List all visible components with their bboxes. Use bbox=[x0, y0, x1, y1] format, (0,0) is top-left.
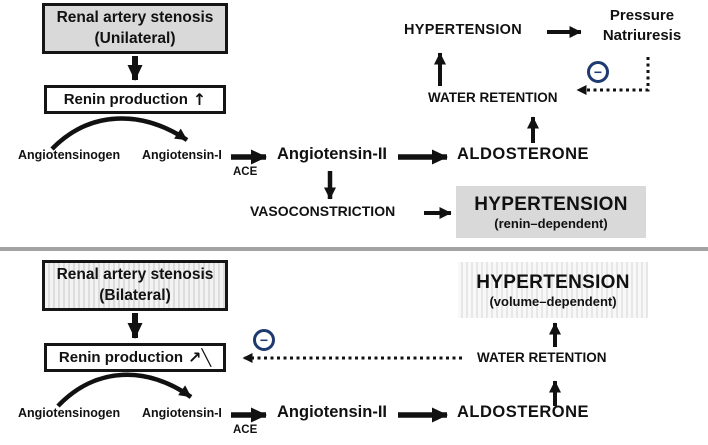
minus-sign-top: − bbox=[593, 64, 603, 80]
stenosis-bilateral-line1: Renal artery stenosis bbox=[56, 265, 214, 283]
node-hypertension-volume-dependent: HYPERTENSION (volume–dependent) bbox=[458, 262, 648, 318]
hypertension-renin-line2: (renin–dependent) bbox=[494, 215, 608, 231]
node-aldosterone-bottom: ALDOSTERONE bbox=[457, 403, 590, 421]
arrow-renin-to-angiotensin1-bottom bbox=[56, 372, 193, 408]
node-angiotensinogen-bottom: Angiotensinogen bbox=[18, 406, 121, 420]
hypertension-volume-line1: HYPERTENSION bbox=[476, 271, 630, 293]
node-angiotensin2-bottom: Angiotensin-II bbox=[277, 403, 387, 421]
stenosis-unilateral-line1: Renal artery stenosis bbox=[56, 8, 214, 26]
renin-production-label-bottom: Renin production bbox=[58, 349, 184, 366]
node-renin-production-biphasic: Renin production ↗╲ bbox=[44, 343, 226, 372]
rise-fall-arrow-icon: ↗╲ bbox=[188, 348, 212, 367]
stenosis-unilateral-line2: (Unilateral) bbox=[94, 29, 176, 47]
node-hypertension-renin-dependent: HYPERTENSION (renin–dependent) bbox=[456, 186, 646, 238]
renin-production-label-top: Renin production bbox=[63, 91, 188, 108]
minus-sign-bottom: − bbox=[259, 332, 269, 348]
pressure-natriuresis-line1: Pressure bbox=[609, 7, 675, 24]
label-ace-bottom: ACE bbox=[233, 424, 258, 436]
section-divider bbox=[0, 247, 708, 251]
node-water-retention-top: WATER RETENTION bbox=[428, 90, 558, 105]
node-renin-production-increased: Renin production ↑ bbox=[44, 85, 226, 114]
arrow-renin-to-angiotensin1-top bbox=[50, 116, 189, 151]
node-aldosterone-top: ALDOSTERONE bbox=[457, 145, 590, 163]
hypertension-renin-line1: HYPERTENSION bbox=[474, 193, 628, 215]
negative-feedback-icon-top: − bbox=[587, 61, 609, 83]
hypertension-volume-line2: (volume–dependent) bbox=[489, 293, 617, 309]
up-arrow-icon: ↑ bbox=[192, 90, 207, 109]
stenosis-bilateral-line2: (Bilateral) bbox=[99, 286, 171, 304]
node-angiotensinogen-top: Angiotensinogen bbox=[18, 148, 121, 162]
node-renal-artery-stenosis-bilateral: Renal artery stenosis (Bilateral) bbox=[42, 260, 228, 311]
node-water-retention-bottom: WATER RETENTION bbox=[477, 350, 607, 365]
negative-feedback-icon-bottom: − bbox=[253, 329, 275, 351]
node-pressure-natriuresis: Pressure Natriuresis bbox=[582, 6, 702, 45]
node-renal-artery-stenosis-unilateral: Renal artery stenosis (Unilateral) bbox=[42, 3, 228, 54]
node-angiotensin1-top: Angiotensin-I bbox=[142, 148, 222, 162]
node-angiotensin1-bottom: Angiotensin-I bbox=[142, 406, 222, 420]
label-ace-top: ACE bbox=[233, 166, 258, 178]
node-angiotensin2-top: Angiotensin-II bbox=[277, 145, 387, 163]
pressure-natriuresis-line2: Natriuresis bbox=[602, 26, 682, 44]
node-vasoconstriction: VASOCONSTRICTION bbox=[250, 203, 396, 219]
node-hypertension-top: HYPERTENSION bbox=[404, 22, 523, 38]
